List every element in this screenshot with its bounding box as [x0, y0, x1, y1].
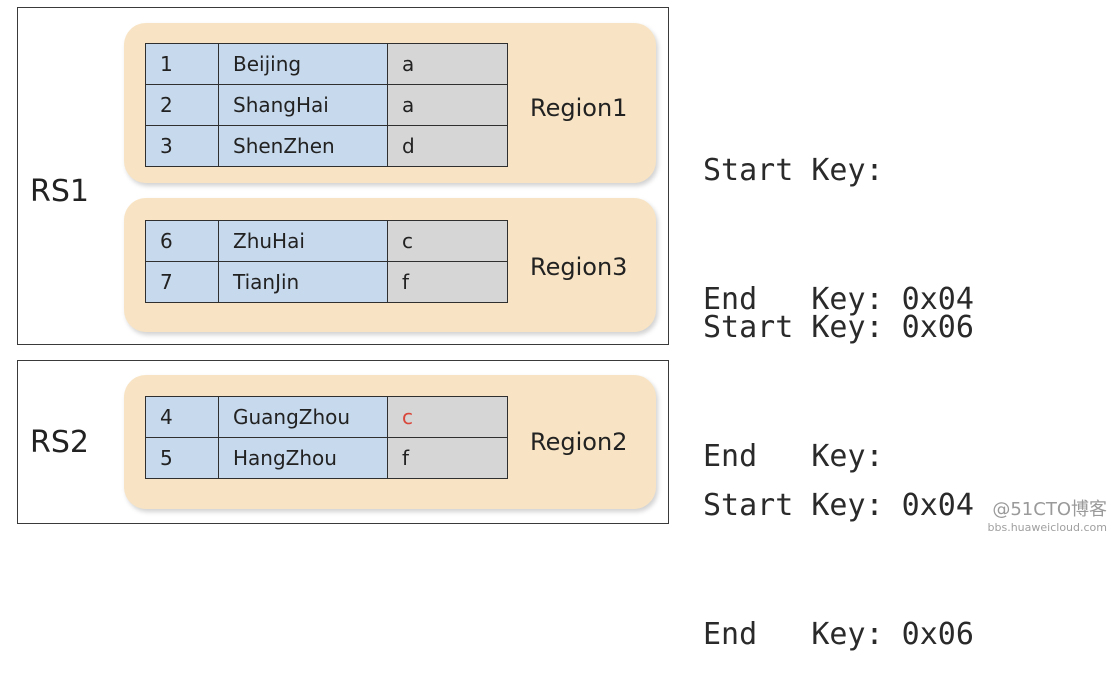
region-1-table: 1 Beijing a 2 ShangHai a 3 ShenZhen d: [145, 43, 508, 167]
end-key: End Key:: [703, 439, 884, 474]
watermark: @51CTO博客 bbs.huaweicloud.com: [988, 495, 1107, 534]
region-3-key-range: Start Key: 0x06 End Key:: [703, 220, 974, 521]
region-server-rs1: RS1 1 Beijing a 2 ShangHai a 3 ShenZhen …: [17, 7, 669, 345]
watermark-line-2: bbs.huaweicloud.com: [987, 521, 1107, 534]
region-3: 6 ZhuHai c 7 TianJin f Region3: [124, 198, 656, 332]
row-value-cell-highlighted: c: [387, 396, 508, 438]
row-city-cell: GuangZhou: [218, 396, 388, 438]
table-row: 6 ZhuHai c: [145, 220, 508, 262]
row-key-cell: 3: [145, 125, 219, 167]
row-key-cell: 6: [145, 220, 219, 262]
table-row: 4 GuangZhou c: [145, 396, 508, 438]
region-1: 1 Beijing a 2 ShangHai a 3 ShenZhen d Re…: [124, 23, 656, 183]
row-key-cell: 2: [145, 84, 219, 126]
region-2-table: 4 GuangZhou c 5 HangZhou f: [145, 396, 508, 479]
row-city-cell: HangZhou: [218, 437, 388, 479]
row-key-cell: 5: [145, 437, 219, 479]
row-city-cell: ShangHai: [218, 84, 388, 126]
row-value-cell: f: [387, 261, 508, 303]
end-key: End Key: 0x06: [703, 617, 974, 652]
row-city-cell: Beijing: [218, 43, 388, 85]
start-key: Start Key: 0x06: [703, 310, 974, 345]
end-key: End Key: 0x04: [703, 282, 974, 317]
table-row: 3 ShenZhen d: [145, 125, 508, 167]
row-value-cell: c: [387, 220, 508, 262]
table-row: 1 Beijing a: [145, 43, 508, 85]
row-value-cell: f: [387, 437, 508, 479]
row-value-cell: d: [387, 125, 508, 167]
table-row: 5 HangZhou f: [145, 437, 508, 479]
table-row: 7 TianJin f: [145, 261, 508, 303]
row-city-cell: ShenZhen: [218, 125, 388, 167]
region-server-rs2: RS2 4 GuangZhou c 5 HangZhou f Region2: [17, 360, 669, 524]
watermark-line-1: @51CTO博客: [992, 499, 1107, 520]
region-3-table: 6 ZhuHai c 7 TianJin f: [145, 220, 508, 303]
region-2: 4 GuangZhou c 5 HangZhou f Region2: [124, 375, 656, 509]
row-value-cell: a: [387, 84, 508, 126]
server-label: RS1: [30, 174, 89, 209]
region-label: Region1: [530, 94, 628, 122]
region-1-key-range: Start Key: End Key: 0x04: [703, 63, 974, 364]
row-key-cell: 7: [145, 261, 219, 303]
row-key-cell: 1: [145, 43, 219, 85]
region-2-key-range: Start Key: 0x04 End Key: 0x06: [703, 398, 974, 699]
server-label: RS2: [30, 425, 89, 460]
start-key: Start Key: 0x04: [703, 488, 974, 523]
region-label: Region3: [530, 253, 628, 281]
table-row: 2 ShangHai a: [145, 84, 508, 126]
row-key-cell: 4: [145, 396, 219, 438]
region-label: Region2: [530, 428, 628, 456]
row-city-cell: TianJin: [218, 261, 388, 303]
start-key: Start Key:: [703, 153, 884, 188]
row-city-cell: ZhuHai: [218, 220, 388, 262]
row-value-cell: a: [387, 43, 508, 85]
